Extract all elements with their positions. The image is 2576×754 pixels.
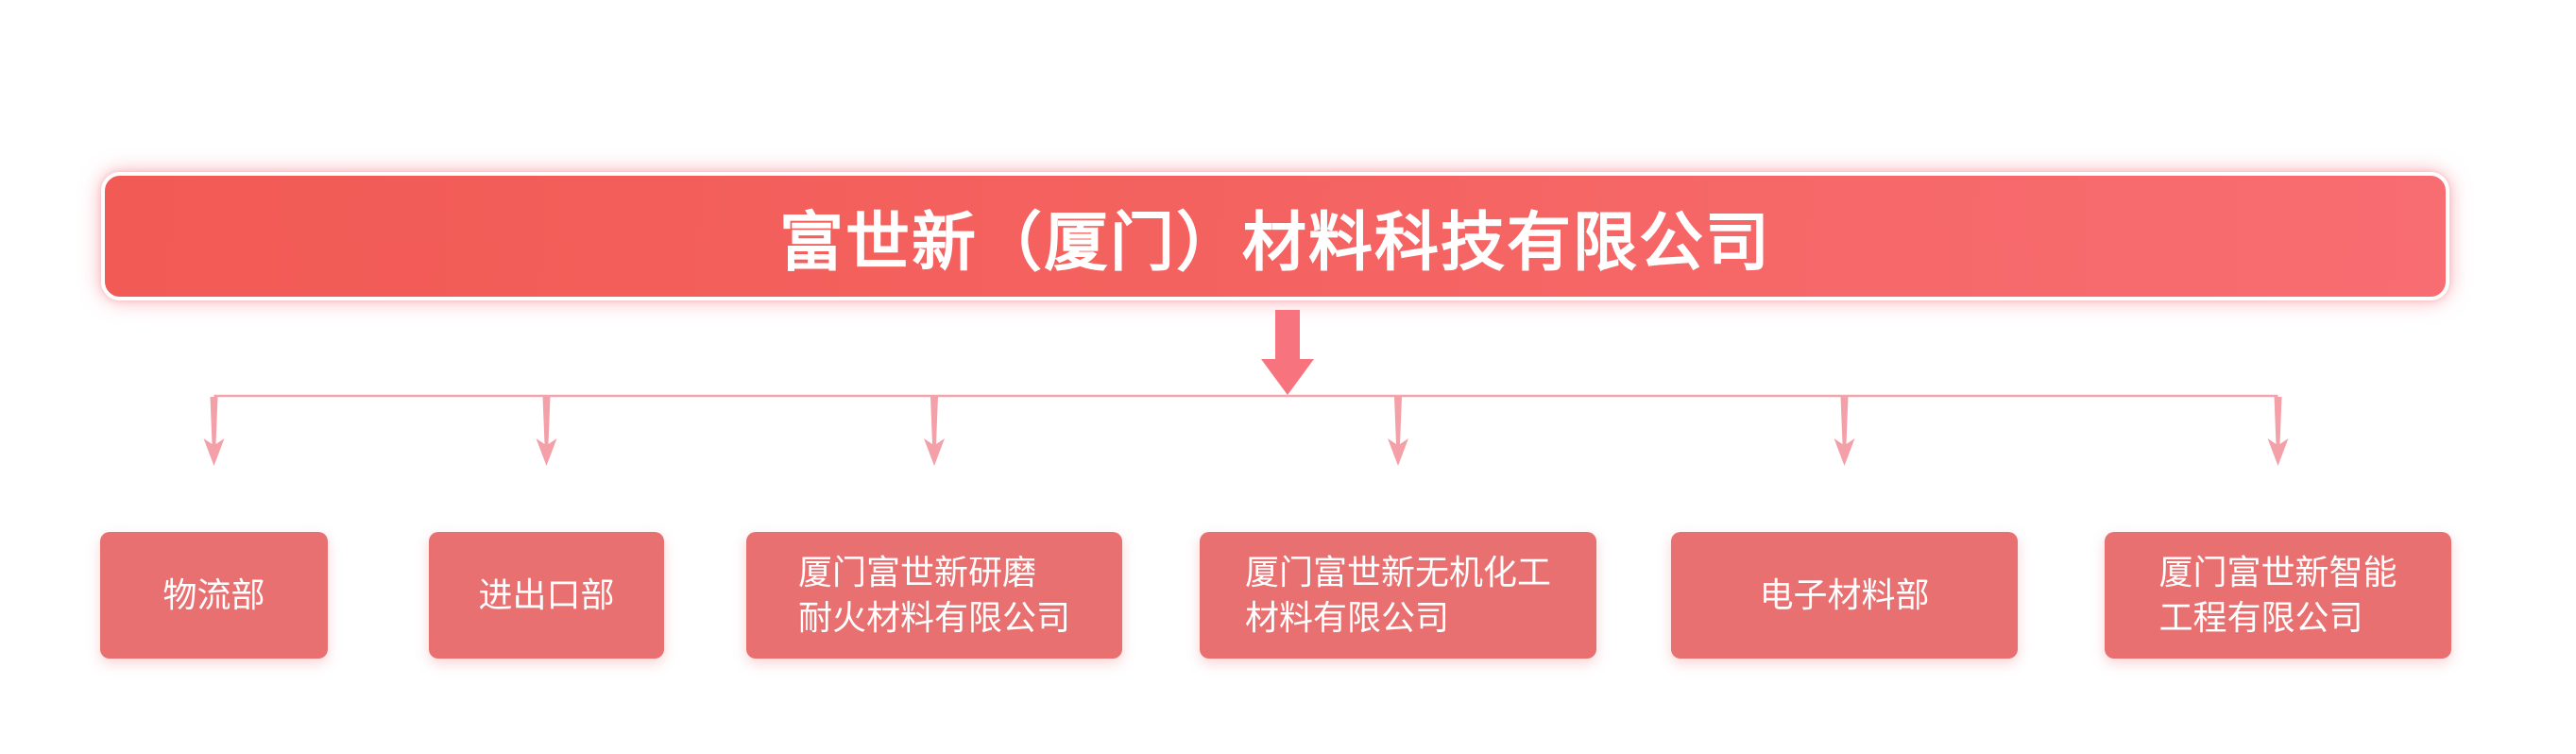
- big-down-arrow-icon: [1261, 310, 1314, 395]
- org-node-intelligent-engineering: 厦门富世新智能 工程有限公司: [2105, 532, 2451, 659]
- org-root-node: 富世新（厦门）材料科技有限公司: [101, 172, 2449, 300]
- org-node-label: 进出口部: [478, 575, 615, 615]
- org-node-inorganic-chemical: 厦门富世新无机化工 材料有限公司: [1200, 532, 1596, 659]
- down-arrow-icon: [2267, 397, 2289, 466]
- org-node-label: 厦门富世新研磨 耐火材料有限公司: [797, 553, 1070, 637]
- org-node-abrasive-refractory: 厦门富世新研磨 耐火材料有限公司: [746, 532, 1122, 659]
- org-node-label: 厦门富世新智能 工程有限公司: [2158, 553, 2397, 637]
- down-arrow-icon: [1834, 397, 1855, 466]
- org-node-electronic-materials: 电子材料部: [1671, 532, 2018, 659]
- org-root-label: 富世新（厦门）材料科技有限公司: [778, 206, 1771, 279]
- down-arrow-icon: [536, 397, 557, 466]
- down-arrow-icon: [203, 397, 225, 466]
- org-node-import-export: 进出口部: [429, 532, 664, 659]
- down-arrow-icon: [1388, 397, 1408, 466]
- org-node-label: 厦门富世新无机化工 材料有限公司: [1244, 553, 1551, 637]
- org-node-label: 电子材料部: [1759, 575, 1930, 615]
- down-arrow-icon: [924, 397, 945, 466]
- org-node-label: 物流部: [162, 575, 265, 615]
- org-node-logistics: 物流部: [100, 532, 328, 659]
